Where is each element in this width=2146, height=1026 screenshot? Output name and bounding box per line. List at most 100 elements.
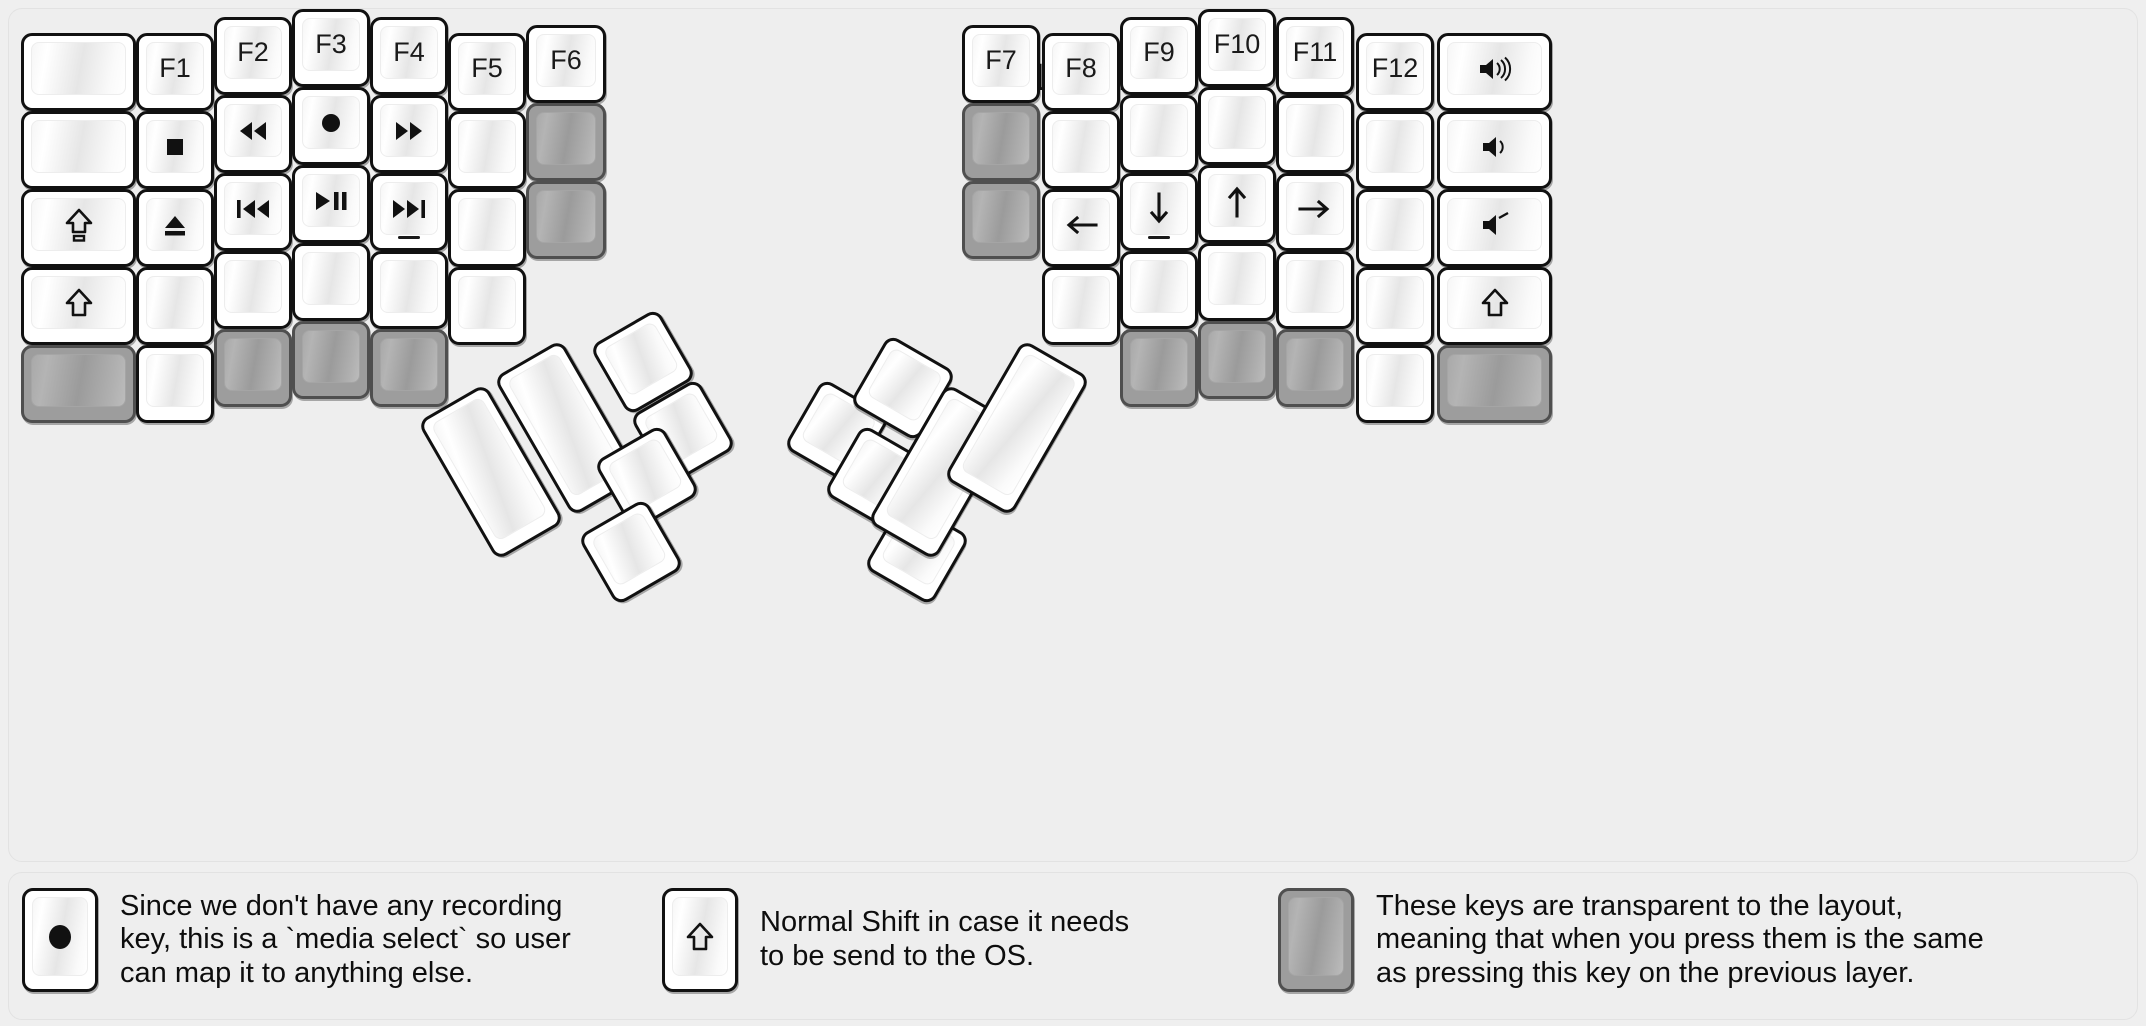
key-transparent[interactable]	[1437, 345, 1552, 423]
volume-mute-icon	[1478, 210, 1512, 240]
volume-down-icon	[1478, 132, 1512, 162]
keycap	[31, 120, 126, 173]
key-blank[interactable]	[1276, 251, 1354, 329]
key-f3[interactable]: F3	[292, 9, 370, 87]
key-transparent[interactable]	[292, 321, 370, 399]
key-blank[interactable]	[448, 111, 526, 189]
key-f12[interactable]: F12	[1356, 33, 1434, 111]
key-caps-lock[interactable]	[21, 189, 136, 267]
legend-key-normal-shift[interactable]	[662, 888, 738, 992]
key-blank[interactable]	[136, 345, 214, 423]
media-eject-icon	[159, 209, 191, 241]
key-media-fast-forward[interactable]	[370, 95, 448, 173]
key-f7[interactable]: F7	[962, 25, 1040, 103]
key-f9[interactable]: F9	[1120, 17, 1198, 95]
key-label: F11	[1292, 37, 1338, 67]
key-f11[interactable]: F11	[1276, 17, 1354, 95]
key-blank[interactable]	[448, 189, 526, 267]
key-media-eject[interactable]	[136, 189, 214, 267]
key-f6[interactable]: F6	[526, 25, 606, 103]
keycap: F1	[146, 42, 204, 95]
keycap	[224, 260, 282, 313]
key-f10[interactable]: F10	[1198, 9, 1276, 87]
key-blank[interactable]	[448, 267, 526, 345]
key-volume-down[interactable]	[1437, 111, 1552, 189]
key-label: F3	[315, 29, 347, 59]
keycap	[1447, 198, 1542, 251]
key-blank[interactable]	[1356, 267, 1434, 345]
key-media-record[interactable]	[292, 87, 370, 165]
key-f1[interactable]: F1	[136, 33, 214, 111]
key-f4[interactable]: F4	[370, 17, 448, 95]
key-blank[interactable]	[1356, 111, 1434, 189]
legend-key-media-select[interactable]	[22, 888, 98, 992]
key-media-next[interactable]	[370, 173, 448, 251]
key-blank[interactable]	[1120, 95, 1198, 173]
shift-icon	[685, 920, 715, 954]
key-blank[interactable]	[1042, 267, 1120, 345]
keycap	[1208, 252, 1266, 305]
key-transparent[interactable]	[1198, 321, 1276, 399]
keycap: F2	[224, 26, 282, 79]
key-media-play-pause[interactable]	[292, 165, 370, 243]
legend-keycap	[32, 897, 88, 976]
key-f8[interactable]: F8	[1042, 33, 1120, 111]
key-blank[interactable]	[1198, 87, 1276, 165]
keycap	[1052, 276, 1110, 329]
key-transparent[interactable]	[370, 329, 448, 407]
keycap	[1447, 42, 1542, 95]
key-blank[interactable]	[1042, 111, 1120, 189]
key-transparent[interactable]	[21, 345, 136, 423]
media-record-icon	[316, 108, 346, 138]
key-media-rewind[interactable]	[214, 95, 292, 173]
key-media-stop[interactable]	[136, 111, 214, 189]
key-blank[interactable]	[370, 251, 448, 329]
key-blank[interactable]	[1356, 345, 1434, 423]
volume-up-icon	[1475, 54, 1515, 84]
key-blank[interactable]	[1120, 251, 1198, 329]
keycap	[1052, 120, 1110, 173]
key-transparent[interactable]	[962, 103, 1040, 181]
key-label: F2	[237, 37, 269, 67]
keycap	[224, 338, 282, 391]
key-f5[interactable]: F5	[448, 33, 526, 111]
key-arrow-left[interactable]	[1042, 189, 1120, 267]
key-f2[interactable]: F2	[214, 17, 292, 95]
key-blank[interactable]	[1198, 243, 1276, 321]
key-label: F5	[471, 53, 503, 83]
key-blank[interactable]	[136, 267, 214, 345]
key-volume-up[interactable]	[1437, 33, 1552, 111]
key-blank[interactable]	[1276, 95, 1354, 173]
key-blank[interactable]	[21, 33, 136, 111]
key-transparent[interactable]	[1120, 329, 1198, 407]
media-record-icon	[43, 920, 77, 954]
legend-text-normal-shift: Normal Shift in case it needs to be send…	[760, 906, 1130, 972]
key-transparent[interactable]	[526, 181, 606, 259]
key-media-previous[interactable]	[214, 173, 292, 251]
key-transparent[interactable]	[1276, 329, 1354, 407]
key-blank[interactable]	[214, 251, 292, 329]
key-transparent[interactable]	[214, 329, 292, 407]
keycap	[302, 96, 360, 149]
legend-text-transparent: These keys are transparent to the layout…	[1376, 889, 1984, 989]
key-volume-mute[interactable]	[1437, 189, 1552, 267]
key-transparent[interactable]	[962, 181, 1040, 259]
key-blank[interactable]	[21, 111, 136, 189]
key-shift[interactable]	[1437, 267, 1552, 345]
keycap	[146, 120, 204, 173]
key-blank[interactable]	[1356, 189, 1434, 267]
key-arrow-down[interactable]	[1120, 173, 1198, 251]
key-blank[interactable]	[292, 243, 370, 321]
key-arrow-right[interactable]	[1276, 173, 1354, 251]
key-transparent[interactable]	[526, 103, 606, 181]
homing-bar	[398, 236, 420, 239]
keycap	[1286, 260, 1344, 313]
homing-bar	[1148, 236, 1170, 239]
keycap: F6	[536, 34, 596, 87]
key-label: F7	[985, 45, 1017, 75]
legend-key-transparent[interactable]	[1278, 888, 1354, 992]
key-shift[interactable]	[21, 267, 136, 345]
key-arrow-up[interactable]	[1198, 165, 1276, 243]
keycap	[1208, 174, 1266, 227]
